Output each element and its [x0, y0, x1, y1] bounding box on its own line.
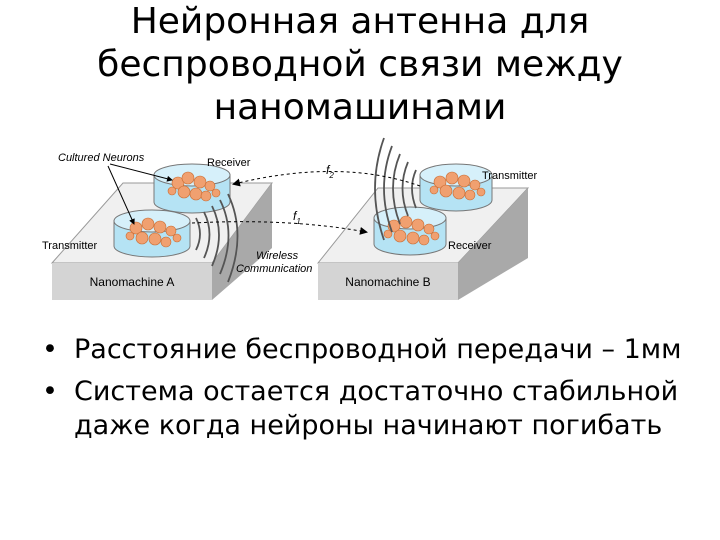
nanomachine-a-label: Nanomachine A: [90, 275, 175, 289]
slide-title: Нейронная антенна для беспроводной связи…: [97, 1, 623, 128]
transmitter-b-label: Transmitter: [482, 170, 538, 182]
nanomachine-diagram: Nanomachine A Nanomachine B: [40, 128, 560, 308]
neuron-cluster: [167, 171, 221, 202]
bullet-text: Система остается достаточно стабильной д…: [74, 376, 679, 441]
pointer-line: [109, 163, 173, 182]
transmitter-a-label: Transmitter: [42, 240, 98, 252]
wave-arcs-a: [195, 193, 239, 283]
f2-arrow: [232, 171, 421, 187]
neuron-cluster: [125, 217, 182, 248]
transmitter-b-dish: [419, 163, 493, 212]
bullet-marker: •: [42, 334, 58, 365]
bullet-list: • Расстояние беспроводной передачи – 1мм…: [40, 333, 690, 451]
wave-arcs-b: [374, 137, 417, 241]
receiver-a-label: Receiver: [207, 157, 251, 169]
receiver-b-label: Receiver: [448, 240, 492, 252]
pointer-line: [107, 165, 135, 225]
wireless-label-line1: Wireless: [256, 250, 299, 262]
f2-label: f2: [326, 163, 334, 180]
transmitter-a-dish: [113, 209, 191, 258]
cultured-neurons-label: Cultured Neurons: [58, 152, 145, 164]
f1-label: f1: [293, 209, 301, 226]
bullet-item: • Система остается достаточно стабильной…: [40, 375, 690, 443]
f1-arrow: [191, 221, 368, 235]
receiver-a-dish: [153, 163, 231, 214]
neuron-cluster: [429, 171, 486, 201]
bullet-marker: •: [42, 376, 58, 407]
bullet-item: • Расстояние беспроводной передачи – 1мм: [40, 333, 690, 367]
receiver-b-dish: [373, 206, 447, 256]
neuron-cluster: [383, 215, 440, 246]
wireless-label-line2: Communication: [236, 263, 312, 275]
bullet-text: Расстояние беспроводной передачи – 1мм: [74, 334, 682, 365]
nanomachine-b-label: Nanomachine B: [345, 275, 430, 289]
